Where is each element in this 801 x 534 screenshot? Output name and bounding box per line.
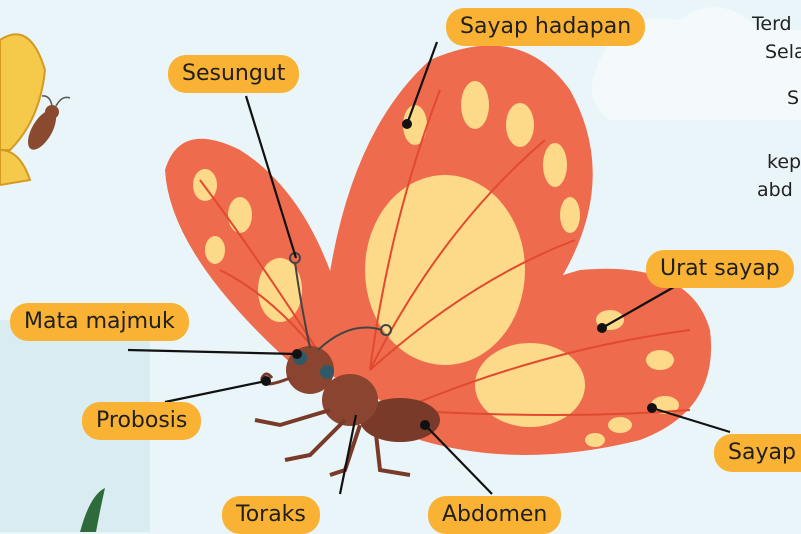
- label-abdomen: Abdomen: [428, 496, 561, 534]
- label-thorax: Toraks: [222, 496, 320, 534]
- label-antenna: Sesungut: [168, 55, 299, 93]
- label-vein: Urat sayap: [646, 250, 794, 288]
- side-text-line-2: Sela: [765, 40, 801, 64]
- label-compound-eye: Mata majmuk: [10, 303, 189, 341]
- side-text-line-1: Terd: [752, 12, 792, 36]
- side-text-line-5: abd: [757, 178, 793, 202]
- side-text-line-4: kep: [767, 150, 801, 174]
- label-hindwing: Sayap: [714, 434, 801, 472]
- wing-spot-large: [365, 175, 525, 365]
- label-proboscis: Probosis: [82, 402, 201, 440]
- small-moth-illustration: [0, 34, 70, 185]
- side-text-line-3: S: [787, 86, 799, 110]
- eye-right: [320, 365, 334, 379]
- label-forewing: Sayap hadapan: [446, 8, 645, 46]
